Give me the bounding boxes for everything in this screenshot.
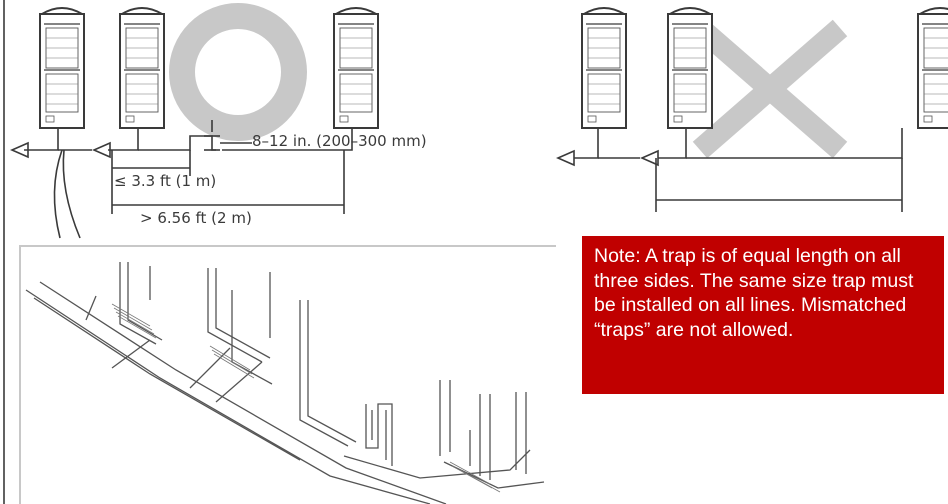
piping-left — [3, 0, 353, 504]
outdoor-unit-3 — [333, 7, 379, 129]
outdoor-unit-1 — [39, 7, 85, 129]
outdoor-unit-2 — [119, 7, 165, 129]
note-text: Note: A trap is of equal length on all t… — [594, 245, 914, 341]
piping-right — [556, 128, 903, 212]
correct-layout: 8–12 in. (200–300 mm) ≤ 3.3 ft (1 m) > 6… — [3, 0, 427, 504]
note-box: Note: A trap is of equal length on all t… — [582, 236, 944, 394]
min-spacing-label: > 6.56 ft (2 m) — [140, 209, 252, 227]
incorrect-layout — [556, 7, 948, 212]
correct-circle-mark — [169, 3, 307, 141]
max-spacing-label: ≤ 3.3 ft (1 m) — [114, 172, 216, 190]
outdoor-unit-5 — [667, 7, 713, 129]
trap-height-label: 8–12 in. (200–300 mm) — [252, 132, 427, 150]
isometric-detail-view — [19, 245, 556, 504]
incorrect-x-mark — [692, 19, 848, 159]
outdoor-unit-6 — [917, 7, 948, 129]
outdoor-unit-4 — [581, 7, 627, 129]
